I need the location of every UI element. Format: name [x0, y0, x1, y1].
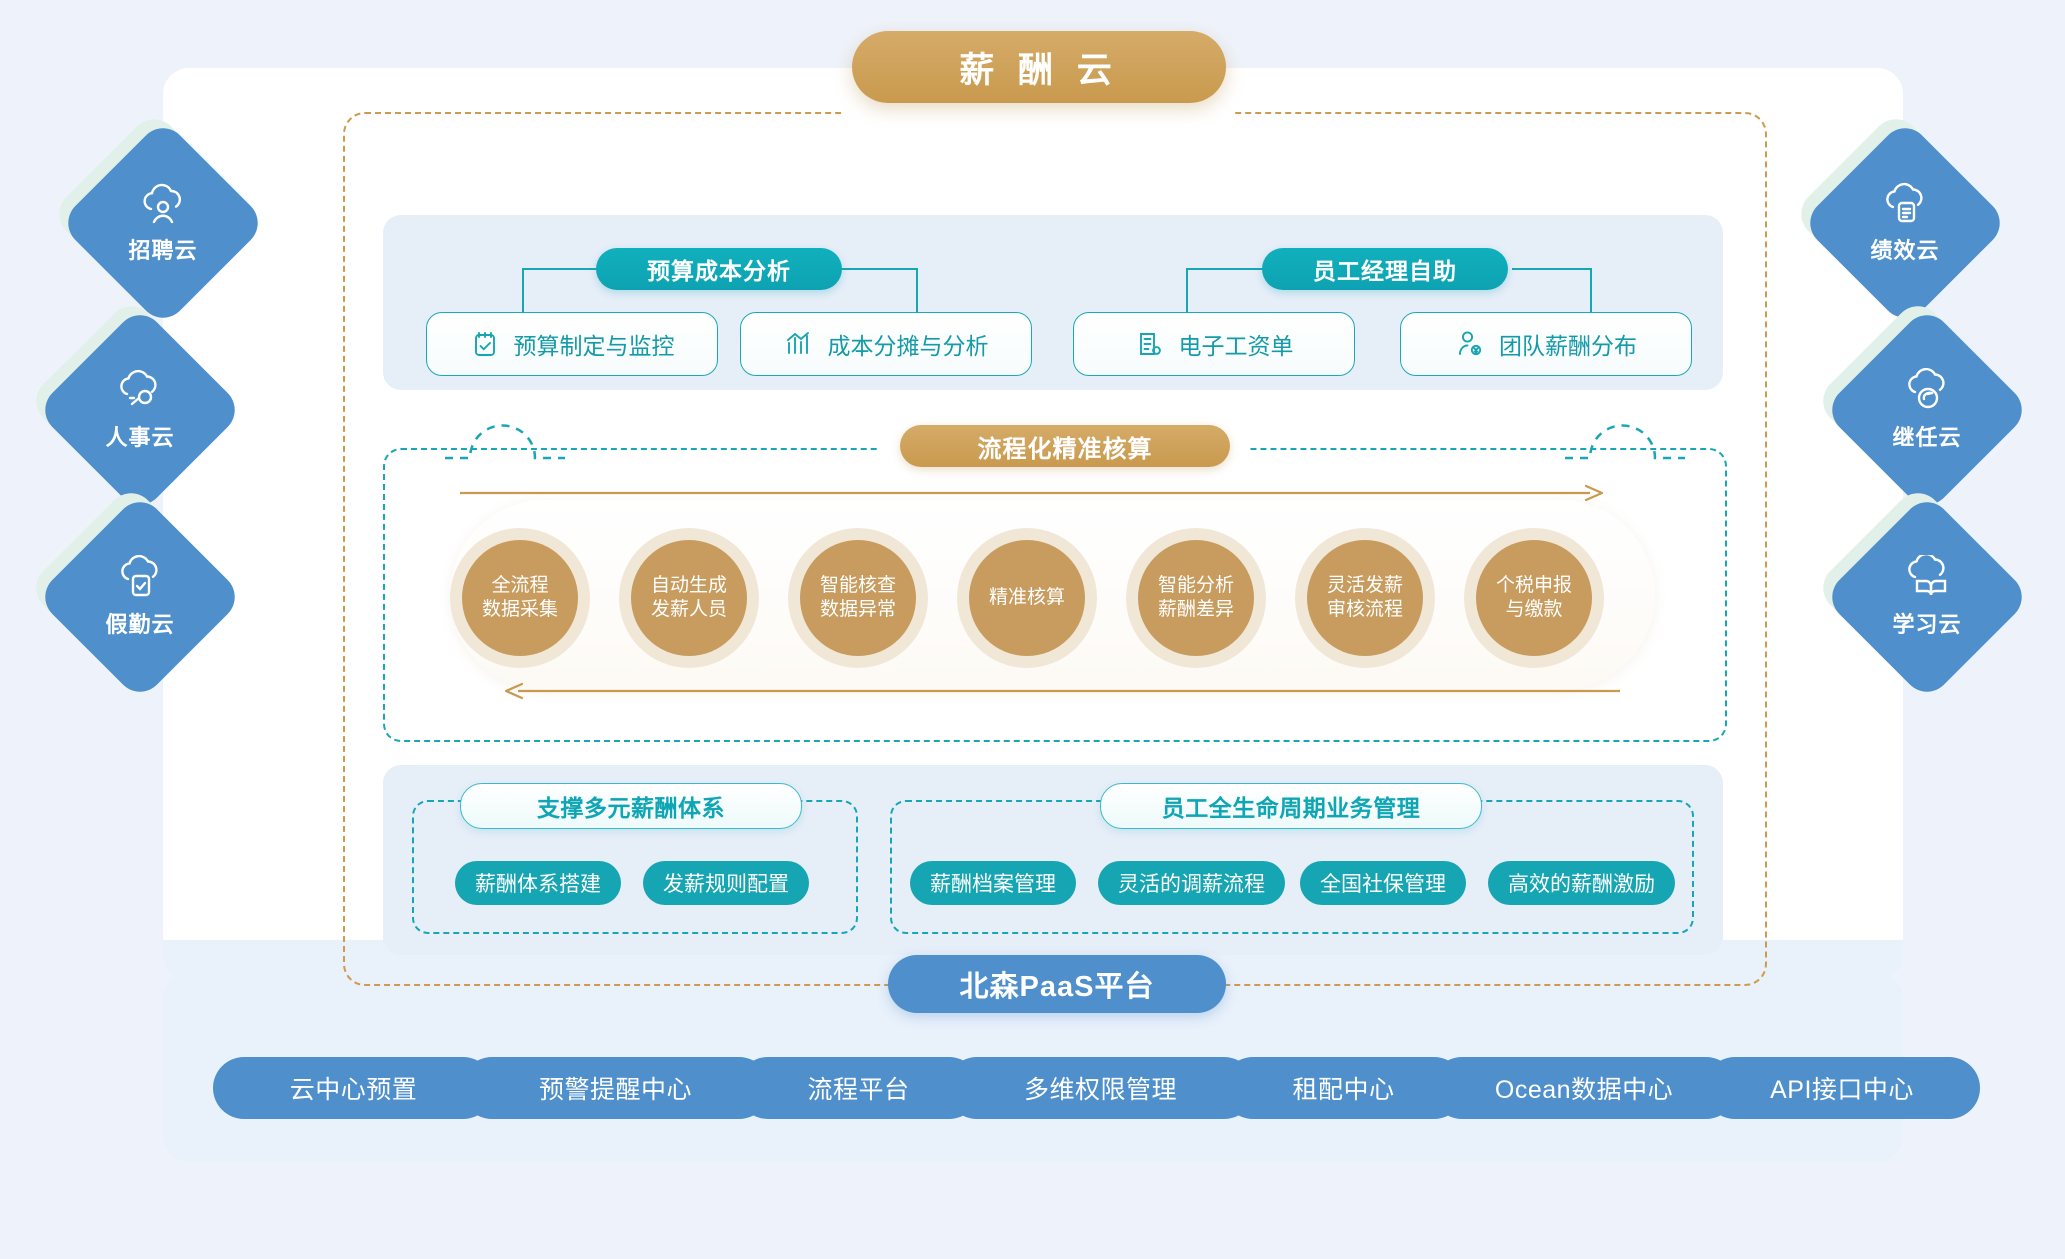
- connector-right-2: [1590, 270, 1593, 315]
- tag-item[interactable]: 发薪规则配置: [643, 861, 809, 905]
- step-line-1: 灵活发薪: [1326, 575, 1403, 597]
- sidebar-item-attendance-cloud[interactable]: 假勤云: [26, 483, 245, 702]
- service-pill-tenant[interactable]: 租配中心: [1222, 1057, 1465, 1119]
- step-line-2: 薪酬差异: [1157, 599, 1234, 620]
- process-step-circle: 灵活发薪 审核流程: [1307, 540, 1423, 656]
- connector-h-2: [838, 268, 918, 271]
- service-pill-permissions[interactable]: 多维权限管理: [946, 1057, 1255, 1119]
- process-step[interactable]: 精准核算: [957, 528, 1097, 668]
- step-line-1: 自动生成: [650, 575, 727, 597]
- process-step[interactable]: 智能核查 数据异常: [788, 528, 928, 668]
- service-pill-workflow[interactable]: 流程平台: [737, 1057, 980, 1119]
- connector-h-1: [522, 268, 602, 271]
- process-title: 流程化精准核算: [900, 425, 1230, 467]
- feature-card-label: 成本分摊与分析: [827, 333, 989, 359]
- sidebar-item-hr-cloud[interactable]: 人事云: [26, 296, 245, 515]
- step-line-1: 个税申报: [1495, 575, 1572, 597]
- step-line-1: 全流程: [491, 575, 549, 597]
- feature-card-team-pay[interactable]: 团队薪酬分布: [1400, 312, 1692, 376]
- process-step[interactable]: 个税申报 与缴款: [1464, 528, 1604, 668]
- step-line-1: 精准核算: [988, 587, 1065, 609]
- payslip-gear-icon: [1135, 329, 1165, 359]
- dashed-bump-left: [445, 424, 565, 460]
- group-title-pay-systems: 支撑多元薪酬体系: [460, 783, 802, 829]
- step-line-2: 发薪人员: [650, 599, 727, 620]
- feature-card-label: 电子工资单: [1178, 333, 1294, 359]
- group-title-budget: 预算成本分析: [596, 248, 842, 290]
- tag-item[interactable]: 灵活的调薪流程: [1098, 861, 1285, 905]
- step-line-2: 数据异常: [819, 599, 896, 620]
- person-yuan-icon: [1455, 329, 1485, 359]
- process-step[interactable]: 智能分析 薪酬差异: [1126, 528, 1266, 668]
- service-pill-ocean-data[interactable]: Ocean数据中心: [1431, 1057, 1737, 1119]
- sidebar-item-recruit-cloud[interactable]: 招聘云: [49, 109, 268, 328]
- diamond-shape: [1800, 118, 2010, 328]
- process-step-circle: 全流程 数据采集: [462, 540, 578, 656]
- connector-h-4: [1512, 268, 1592, 271]
- step-line-1: 智能核查: [819, 575, 896, 597]
- process-step-circle: 自动生成 发薪人员: [631, 540, 747, 656]
- process-step-circle: 智能核查 数据异常: [800, 540, 916, 656]
- diamond-shape: [58, 118, 268, 328]
- connector-right-1: [916, 270, 919, 315]
- feature-card-label: 预算制定与监控: [513, 333, 675, 359]
- clipboard-check-icon: [470, 329, 500, 359]
- process-step[interactable]: 自动生成 发薪人员: [619, 528, 759, 668]
- diamond-shape: [35, 305, 245, 515]
- process-step-circle: 精准核算: [969, 540, 1085, 656]
- tag-item[interactable]: 全国社保管理: [1300, 861, 1466, 905]
- diamond-shape: [35, 492, 245, 702]
- diamond-shape: [1822, 305, 2032, 515]
- service-pill-cloud-preset[interactable]: 云中心预置: [213, 1057, 494, 1119]
- feature-card-budget-control[interactable]: 预算制定与监控: [426, 312, 718, 376]
- process-step-circle: 智能分析 薪酬差异: [1138, 540, 1254, 656]
- process-step-circle: 个税申报 与缴款: [1476, 540, 1592, 656]
- bar-chart-icon: [784, 329, 814, 359]
- connector-left-2: [1186, 270, 1189, 315]
- group-title-lifecycle: 员工全生命周期业务管理: [1100, 783, 1482, 829]
- tag-item[interactable]: 薪酬体系搭建: [455, 861, 621, 905]
- group-title-selfservice: 员工经理自助: [1262, 248, 1508, 290]
- sidebar-item-performance-cloud[interactable]: 绩效云: [1791, 109, 2010, 328]
- forward-arrow: [460, 484, 1604, 502]
- feature-card-label: 团队薪酬分布: [1499, 333, 1637, 359]
- tag-item[interactable]: 高效的薪酬激励: [1488, 861, 1675, 905]
- service-pill-alert-center[interactable]: 预警提醒中心: [461, 1057, 770, 1119]
- paas-platform-badge[interactable]: 北森PaaS平台: [888, 955, 1226, 1013]
- step-line-2: 审核流程: [1326, 599, 1403, 620]
- connector-left-1: [522, 270, 525, 315]
- sidebar-item-succession-cloud[interactable]: 继任云: [1813, 296, 2032, 515]
- tag-item[interactable]: 薪酬档案管理: [910, 861, 1076, 905]
- feature-card-payslip[interactable]: 电子工资单: [1073, 312, 1355, 376]
- service-pill-api[interactable]: API接口中心: [1704, 1057, 1980, 1119]
- step-line-2: 数据采集: [481, 599, 558, 620]
- process-step[interactable]: 灵活发薪 审核流程: [1295, 528, 1435, 668]
- process-step[interactable]: 全流程 数据采集: [450, 528, 590, 668]
- diamond-shape: [1822, 492, 2032, 702]
- step-line-1: 智能分析: [1157, 575, 1234, 597]
- connector-h-3: [1186, 268, 1266, 271]
- page-title: 薪 酬 云: [852, 31, 1226, 103]
- feature-card-cost-analysis[interactable]: 成本分摊与分析: [740, 312, 1032, 376]
- step-line-2: 与缴款: [1505, 599, 1563, 620]
- sidebar-item-learning-cloud[interactable]: 学习云: [1813, 483, 2032, 702]
- backward-arrow: [504, 682, 1620, 700]
- dashed-bump-right: [1565, 424, 1685, 460]
